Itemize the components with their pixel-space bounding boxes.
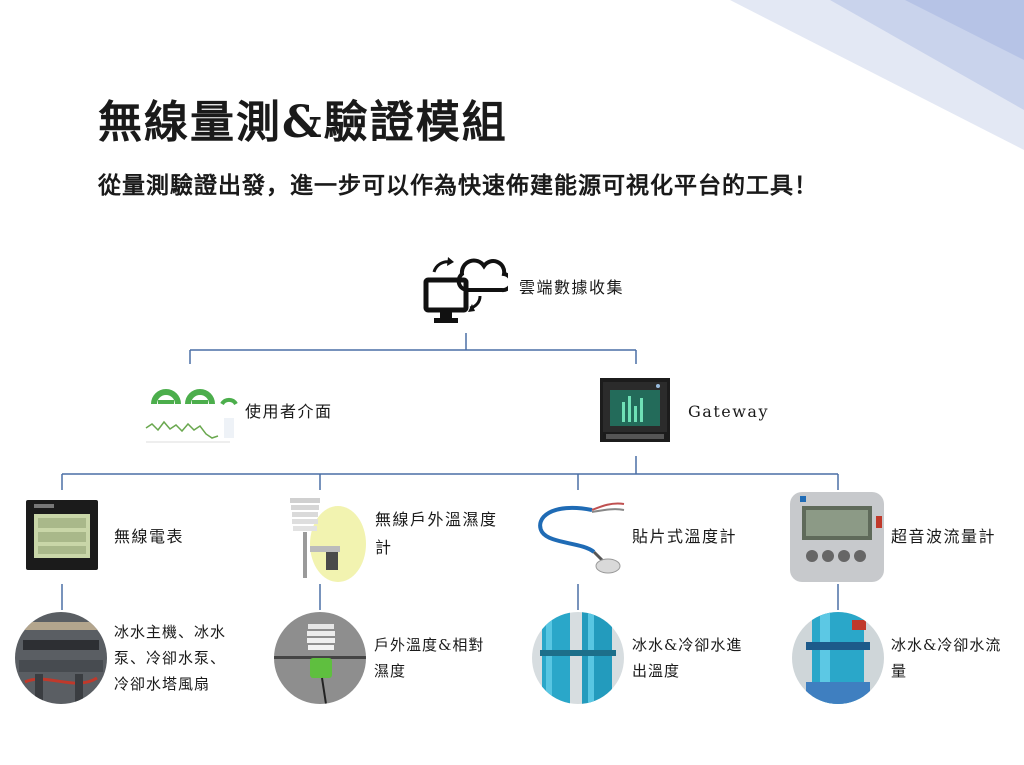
photo-label-outdoor: 戶外溫度&相對濕度 [374, 636, 485, 680]
page-title: 無線量測&驗證模組 [98, 97, 508, 148]
level2-label-gateway: Gateway [688, 402, 769, 421]
root-label: 雲端數據收集 [519, 278, 625, 297]
gateway-device-image [600, 378, 670, 442]
photo-flow-pipe [792, 612, 884, 704]
photo-label-meter: 冰水主機、冰水泵、冷卻水泵、冷卻水塔風扇 [114, 623, 227, 693]
photo-chiller-room [15, 612, 107, 704]
outdoor-sensor-image [290, 498, 366, 582]
photo-outdoor-sensor [274, 612, 366, 704]
level2-label-ui: 使用者介面 [245, 402, 333, 421]
device-label-patch: 貼片式溫度計 [632, 527, 738, 546]
power-meter-image [26, 500, 98, 570]
cloud-computer-icon [423, 257, 508, 323]
ultrasonic-flowmeter-image [790, 492, 884, 582]
device-label-outdoor: 無線戶外溫濕度計 [375, 510, 498, 557]
patch-thermometer-image [538, 502, 625, 574]
photo-label-flowmeter: 冰水&冷卻水流量 [891, 636, 1002, 680]
photo-label-patch: 冰水&冷卻水進出溫度 [632, 636, 743, 680]
photo-chilled-water-pipe [532, 612, 624, 704]
device-label-meter: 無線電表 [114, 527, 185, 546]
dashboard-thumbnail [140, 372, 238, 452]
device-label-flowmeter: 超音波流量計 [891, 527, 997, 546]
page-subtitle: 從量測驗證出發，進一步可以作為快速佈建能源可視化平台的工具！ [98, 172, 818, 199]
